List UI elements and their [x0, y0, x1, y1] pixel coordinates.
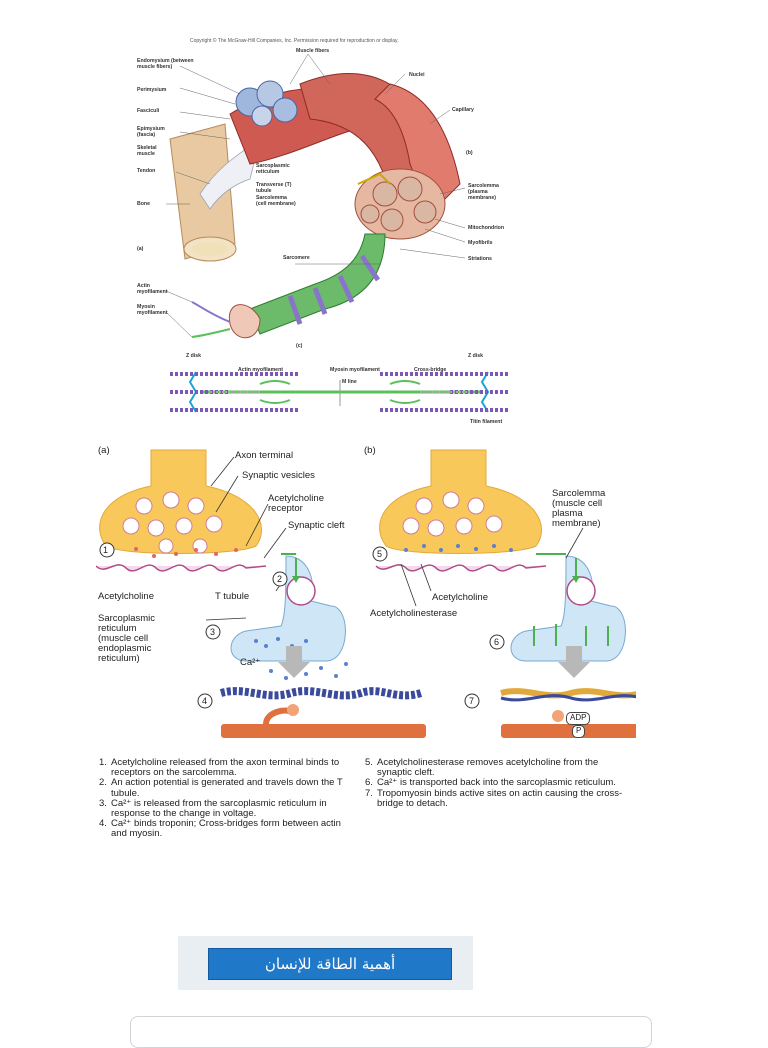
label-ca: Ca²⁺: [240, 657, 261, 668]
label-sr-1: Sarcoplasmic: [98, 613, 156, 624]
label-ach-receptor-2: receptor: [268, 503, 303, 514]
label-sarcolemma-right: Sarcolemma: [468, 183, 499, 189]
step-marker-3: 3: [210, 627, 216, 637]
step-marker-6: 6: [494, 637, 500, 647]
steps-list-right: 5.Acetylcholinesterase removes acetylcho…: [365, 757, 627, 809]
label-actin-myofilament-sarcomere: Actin myofilament: [238, 367, 283, 373]
label-sr-5: reticulum): [98, 653, 140, 664]
label-ach-receptor-1: Acetylcholine: [268, 493, 324, 504]
list-item: 1.Acetylcholine released from the axon t…: [99, 757, 340, 779]
label-acetylcholine-a: Acetylcholine: [98, 591, 154, 602]
label-sarcolemma-3: plasma: [552, 508, 583, 519]
label-myosin-myofilament: myofilament: [137, 310, 168, 316]
list-item: 4.Ca²⁺ binds troponin; Cross-bridges for…: [99, 818, 341, 840]
label-bone: Bone: [137, 201, 150, 207]
banner-image[interactable]: أهمية الطاقة للإنسان: [178, 936, 473, 990]
label-endomysium: Endomysium (between: [137, 58, 194, 64]
label-adp: ADP: [566, 712, 591, 725]
label-acetylcholinesterase: Acetylcholinesterase: [370, 608, 458, 619]
label-transverse: Transverse (T): [256, 182, 292, 188]
muscle-anatomy-illustration: [165, 53, 510, 413]
label-cross-bridge: Cross-bridge: [414, 367, 447, 373]
panel-letter-a: (a): [98, 445, 110, 456]
label-tendon: Tendon: [137, 168, 156, 174]
label-titin-filament: Titin filament: [470, 419, 503, 425]
label-sarcolemma-2: (muscle cell: [552, 498, 603, 509]
label-actin: Actin: [137, 283, 150, 289]
label-myosin-myofilament-sarcomere: Myosin myofilament: [330, 367, 380, 373]
actin-strand-a: [219, 687, 423, 700]
label-sr-2: reticulum: [98, 623, 137, 634]
neuromuscular-junction-illustration: [96, 449, 636, 738]
label-perimysium: Perimysium: [137, 87, 167, 93]
list-item: 5.Acetylcholinesterase removes acetylcho…: [365, 757, 599, 779]
label-synaptic-cleft: Synaptic cleft: [288, 520, 345, 531]
label-axon-terminal: Axon terminal: [235, 450, 294, 461]
label-striations: Striations: [468, 256, 492, 262]
label-muscle-fibers: Muscle fibers: [296, 48, 330, 54]
step-marker-7: 7: [469, 696, 475, 706]
label-tubule: tubule: [256, 188, 272, 194]
axon-terminal-a: [99, 449, 262, 554]
steps-list-left: 1.Acetylcholine released from the axon t…: [99, 757, 357, 840]
step-marker-5: 5: [377, 549, 383, 559]
label-actin-myofilament: myofilament: [137, 289, 168, 295]
label-sarcomere: Sarcomere: [283, 255, 310, 261]
list-item: 6.Ca²⁺ is transported back into the sarc…: [365, 777, 616, 789]
label-endomysium-2: muscle fibers): [137, 64, 173, 70]
label-fascia: (fascia): [137, 132, 156, 138]
label-z-disk-left: Z disk: [186, 353, 201, 359]
list-item: 2.An action potential is generated and t…: [99, 777, 343, 799]
label-sarcoplasmic: Sarcoplasmic: [256, 163, 290, 169]
panel-letter-b: (b): [364, 445, 376, 456]
banner-title: أهمية الطاقة للإنسان: [264, 955, 396, 973]
label-sr-4: endoplasmic: [98, 643, 152, 654]
label-sr-3: (muscle cell: [98, 633, 149, 644]
label-fasciculi: Fasciculi: [137, 108, 160, 114]
axon-terminal-b: [375, 449, 636, 738]
label-nuclei: Nuclei: [409, 72, 425, 78]
step-marker-4: 4: [202, 696, 208, 706]
sarcomere-diagram: [170, 371, 510, 413]
step-markers: [99, 542, 505, 709]
step-marker-2: 2: [277, 574, 283, 584]
myofibril-striped: [228, 233, 386, 339]
label-z-disk-right: Z disk: [468, 353, 483, 359]
label-sarcolemma-1: Sarcolemma: [552, 488, 606, 499]
label-myofibrils: Myofibrils: [468, 240, 493, 246]
fascicle-bundle: [235, 80, 298, 127]
copyright-notice: Copyright © The McGraw-Hill Companies, I…: [190, 38, 399, 44]
panel-letter-c-top: (c): [296, 343, 303, 349]
label-synaptic-vesicles: Synaptic vesicles: [242, 470, 315, 481]
panel-letter-a-top: (a): [137, 246, 144, 252]
list-item: 3.Ca²⁺ is released from the sarcoplasmic…: [99, 797, 327, 820]
label-sarcolemma-center: Sarcolemma: [256, 195, 287, 201]
label-skeletal-muscle: muscle: [137, 151, 155, 157]
label-skeletal: Skeletal: [137, 145, 157, 151]
fiber-cross-section: [354, 168, 446, 240]
label-reticulum: reticulum: [256, 169, 280, 175]
banner-title-box[interactable]: أهمية الطاقة للإنسان: [208, 948, 452, 980]
label-membrane: membrane): [468, 195, 496, 201]
label-plasma: (plasma: [468, 189, 488, 195]
label-myosin: Myosin: [137, 304, 155, 310]
panel-letter-b-top: (b): [466, 150, 473, 156]
label-t-tubule: T tubule: [215, 591, 250, 602]
step-marker-1: 1: [103, 545, 109, 555]
label-sarcolemma-4: membrane): [552, 518, 601, 529]
label-capillary: Capillary: [452, 107, 474, 113]
next-card[interactable]: [130, 1016, 652, 1048]
label-phosphate: P: [572, 725, 586, 738]
label-mitochondrion: Mitochondrion: [468, 225, 505, 231]
label-acetylcholine-b: Acetylcholine: [432, 592, 488, 603]
label-cell-membrane: (cell membrane): [256, 201, 296, 207]
label-m-line: M line: [342, 379, 357, 385]
list-item: 7.Tropomyosin binds active sites on acti…: [365, 787, 623, 809]
label-epimysium: Epimysium: [137, 126, 165, 132]
